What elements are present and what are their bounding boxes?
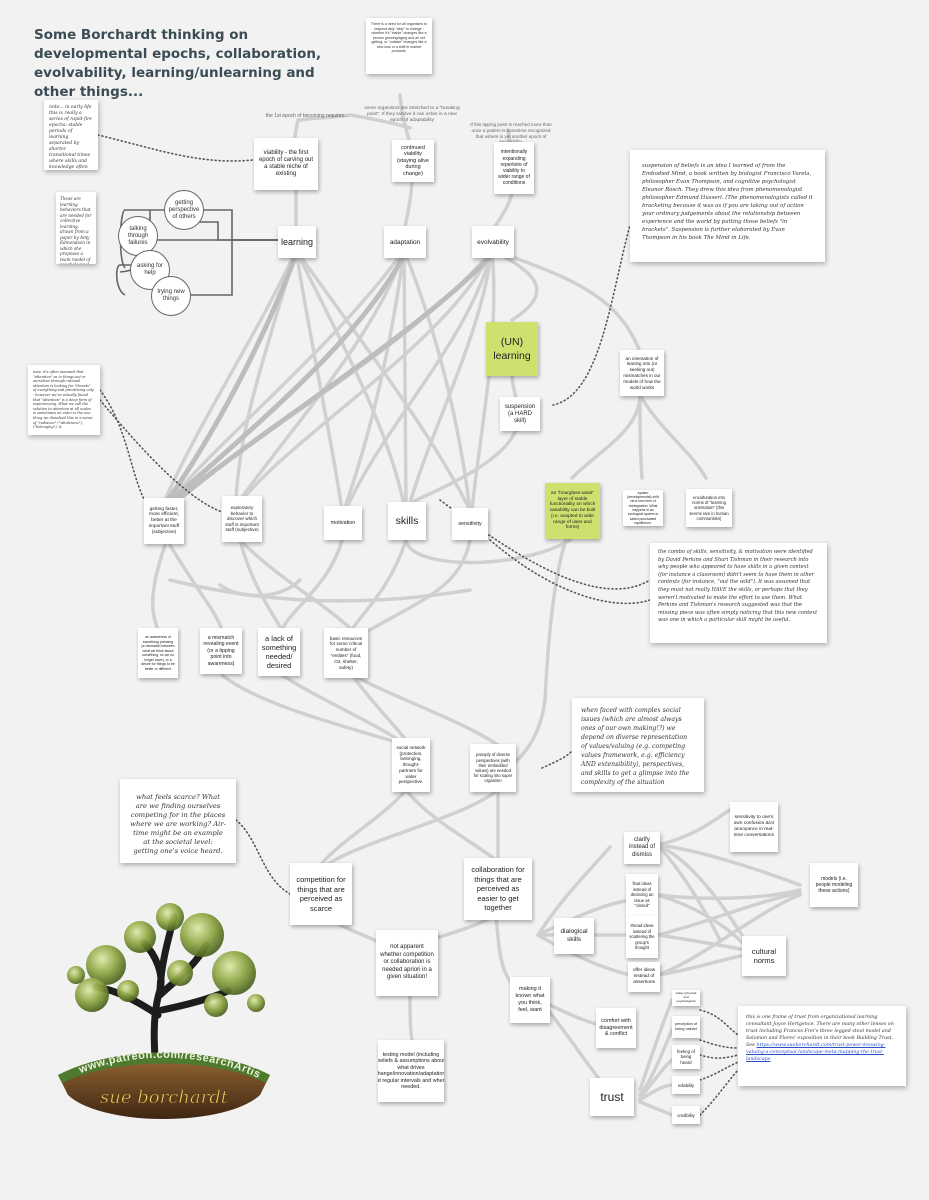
node-hourglass-waist[interactable]: an "hourglass waist" layer of stable fun… — [545, 483, 600, 539]
note-need-to-respond: There is a need for all organisms to res… — [366, 18, 432, 74]
trust-landscape-link[interactable]: https://www.sueborchardt.com/trust-power… — [746, 1043, 886, 1062]
node-suspension[interactable]: suspension (a HARD skill) — [500, 397, 540, 431]
note-skills-sensitivity-motivation: the combo of skills, sensitivity, & moti… — [650, 543, 827, 643]
node-lack[interactable]: a lack of something needed/ desired — [258, 628, 300, 676]
node-thread-ideas[interactable]: thread ideas instead of scattering the g… — [626, 916, 658, 958]
node-orientation[interactable]: an orientation of leaning into (or seeki… — [620, 350, 664, 396]
node-social-network[interactable]: social network (protection, belonging, t… — [392, 738, 430, 792]
node-trust[interactable]: trust — [590, 1078, 634, 1116]
node-not-apparent[interactable]: not apparent whether competition or coll… — [376, 930, 438, 996]
node-panoply[interactable]: panoply of diverse perspectives (with th… — [470, 744, 516, 792]
note-suspension-of-beliefs: suspension of beliefs is an idea I learn… — [630, 150, 825, 262]
node-adaptation[interactable]: adaptation — [384, 226, 426, 258]
node-skills[interactable]: skills — [388, 502, 426, 540]
node-making-known[interactable]: making it known what you think, feel, wa… — [510, 977, 550, 1023]
node-evolvability[interactable]: evolvability — [472, 226, 514, 258]
node-continued-viability[interactable]: continued viability (staying alive durin… — [392, 140, 434, 182]
note-trust-frame: this is one frame of trust from organiza… — [738, 1006, 906, 1086]
node-credibility[interactable]: credibility — [672, 1106, 700, 1124]
node-collaboration[interactable]: collaboration for things that are percei… — [464, 858, 532, 920]
node-models[interactable]: models (i.e. people modeling these actio… — [810, 863, 858, 907]
node-enculturation[interactable]: enculturation into norms of "learning or… — [686, 489, 732, 527]
node-awareness[interactable]: an awareness of something pressing (a mi… — [138, 628, 178, 678]
node-perception-valued[interactable]: perception of being valued — [672, 1016, 700, 1038]
node-reliability[interactable]: reliability — [672, 1076, 700, 1094]
note-trust-text: this is one frame of trust from organiza… — [746, 1015, 894, 1048]
circle-getting-perspective[interactable]: getting perspective of others — [164, 190, 204, 230]
node-learning[interactable]: learning — [278, 226, 316, 258]
node-motivation[interactable]: motivation — [324, 506, 362, 540]
note-what-feels-scarce: what feels scarce? What are we finding o… — [120, 779, 236, 863]
note-learning-behaviors: These are learning behaviors that are ne… — [56, 192, 96, 264]
label-first-epoch: the 1st epoch of becoming requires... — [265, 113, 349, 119]
node-viability[interactable]: viability - the first epoch of carving o… — [254, 138, 318, 190]
label-breaking-point: some organisms are stretched to a "break… — [364, 106, 460, 123]
label-tipping-point: If this tipping point is reached more th… — [470, 122, 552, 144]
node-safety[interactable]: safety (physical and psychological) — [672, 990, 700, 1006]
circle-trying-new-things[interactable]: trying new things — [151, 276, 191, 316]
node-comfort-conflict[interactable]: comfort with disagreement & conflict — [596, 1008, 636, 1048]
node-offer-ideas[interactable]: offer ideas instead of assertions — [628, 962, 660, 992]
node-competition[interactable]: competition for things that are perceive… — [290, 863, 352, 925]
note-attention: note: it's often assumed that "attention… — [28, 365, 100, 435]
node-unlearning[interactable]: (UN) learning — [486, 322, 538, 376]
note-rapid-epochs: note... in early life this is really a s… — [44, 100, 98, 170]
node-system-shift[interactable]: system (developmental) shift via a new f… — [623, 490, 663, 526]
sue-borchardt-logo: www.patreon.com/researchArtist sue borch… — [56, 895, 270, 1119]
page-title: Some Borchardt thinking on developmental… — [34, 27, 322, 100]
node-exploratory[interactable]: exploratory behavior to discover which s… — [222, 496, 262, 542]
node-testing-model[interactable]: testing model (including beliefs & assum… — [378, 1040, 444, 1102]
node-dialogical-skills[interactable]: dialogical skills — [554, 918, 594, 954]
node-mismatch-event[interactable]: a mismatch revealing event (or a tipping… — [200, 628, 242, 674]
node-intentional-expansion[interactable]: intentionally expanding repertoire of vi… — [494, 142, 534, 194]
node-getting-faster[interactable]: getting faster, more efficient, better a… — [144, 498, 184, 544]
node-sensitivity[interactable]: sensitivity — [452, 508, 488, 540]
node-float-ideas[interactable]: float ideas instead of declaring an issu… — [626, 874, 658, 916]
circle-talking-failures[interactable]: talking through failures — [118, 216, 158, 256]
node-cultural-norms[interactable]: cultural norms — [742, 936, 786, 976]
note-complex-social-issues: when faced with complex social issues (w… — [572, 698, 704, 792]
node-sensitivity-confusion[interactable]: sensitivity to one's own confusion &/or … — [730, 802, 778, 852]
logo-name-text: sue borchardt — [100, 1087, 229, 1108]
node-clarify[interactable]: clarify instead of dismiss — [624, 832, 660, 864]
node-feeling-heard[interactable]: feeling of being heard — [672, 1045, 700, 1069]
node-basic-resources[interactable]: basic resources for some critical number… — [324, 628, 368, 678]
